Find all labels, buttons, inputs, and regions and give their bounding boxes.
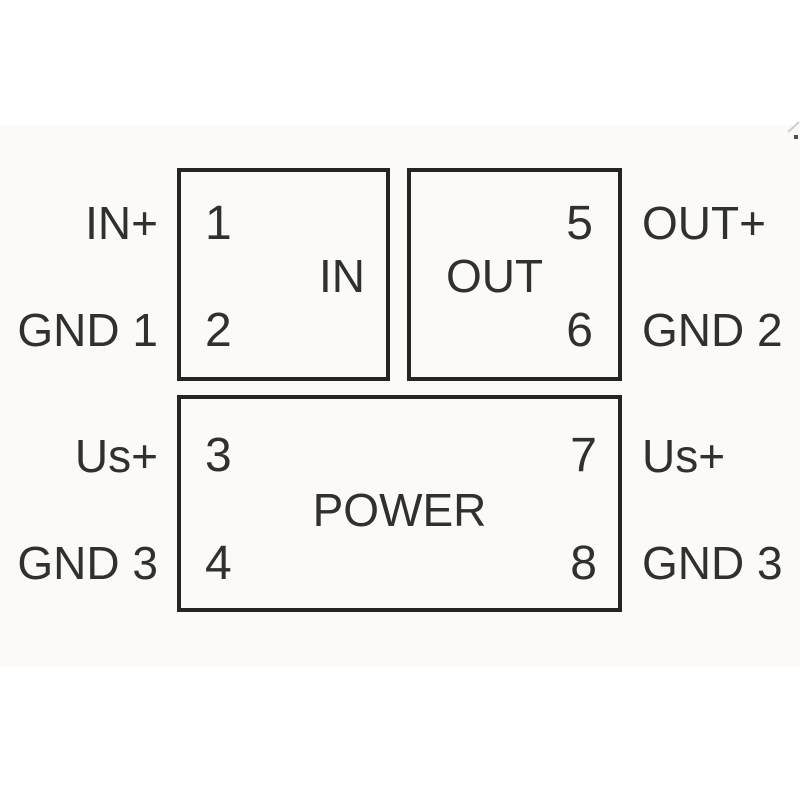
- terminal-1: 1: [205, 197, 232, 250]
- terminal-8: 8: [570, 537, 597, 590]
- label-in-plus: IN+: [85, 197, 158, 249]
- terminal-4: 4: [205, 537, 232, 590]
- label-us-plus-right: Us+: [642, 430, 726, 482]
- terminal-3: 3: [205, 429, 232, 482]
- label-gnd-3-left: GND 3: [17, 537, 158, 589]
- label-us-plus-left: Us+: [74, 430, 158, 482]
- in-block: 1 2 IN: [177, 168, 390, 381]
- out-block-label: OUT: [446, 250, 544, 302]
- power-block-label: POWER: [312, 484, 487, 536]
- in-block-label: IN: [319, 250, 365, 302]
- power-block: 3 4 7 8 POWER: [177, 395, 622, 612]
- label-gnd-3-right: GND 3: [642, 537, 783, 589]
- terminal-2: 2: [205, 304, 232, 357]
- corner-artifact-dot: [794, 135, 798, 139]
- terminal-6: 6: [566, 304, 593, 357]
- terminal-5: 5: [566, 197, 593, 250]
- label-gnd-1: GND 1: [17, 304, 158, 356]
- label-gnd-2: GND 2: [642, 304, 783, 356]
- terminal-7: 7: [570, 429, 597, 482]
- label-out-plus: OUT+: [642, 197, 766, 249]
- out-block: 5 6 OUT: [407, 168, 622, 381]
